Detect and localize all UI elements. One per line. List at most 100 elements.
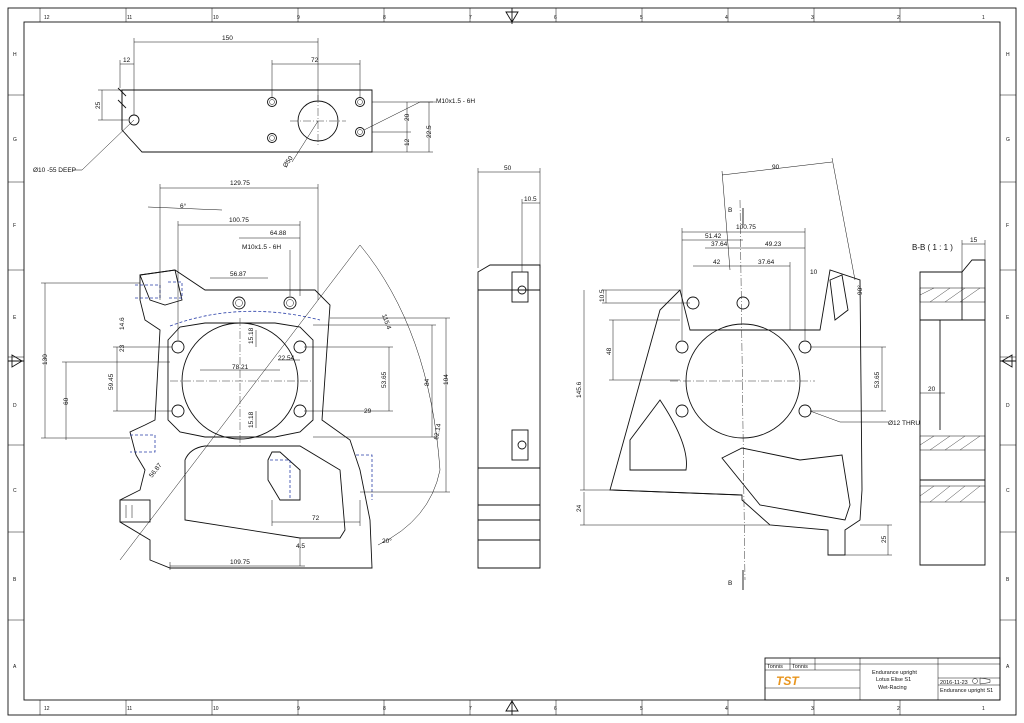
dim-text: 25 xyxy=(881,535,888,543)
row-label: C xyxy=(13,488,17,494)
dim-text: 60 xyxy=(63,397,70,405)
col-label: 1 xyxy=(982,15,985,21)
thread-callout: M10x1.5 - 6H xyxy=(242,244,281,251)
dim-text: 72 xyxy=(311,57,319,64)
section-view: B-B ( 1 : 1 ) 15 20 xyxy=(912,237,986,566)
dim-text: 56.87 xyxy=(230,271,247,278)
dim-text: 15 xyxy=(970,237,978,244)
col-label: 6 xyxy=(554,706,557,712)
col-label: 5 xyxy=(640,706,643,712)
col-label: 11 xyxy=(127,706,132,712)
title-line: Wet-Racing xyxy=(878,685,907,691)
dim-text: 51.42 xyxy=(705,233,722,240)
sheet-border: 12 11 10 9 8 7 6 5 4 3 2 1 12 11 10 9 8 … xyxy=(7,7,1017,716)
dim-text: 115.4 xyxy=(380,313,392,331)
dim-text: 53.65 xyxy=(381,371,388,388)
author: Tonnis xyxy=(767,664,783,670)
top-view: 150 12 72 25 20 12 22.5 Ø50 M10x1.5 - 6H… xyxy=(33,35,475,174)
col-label: 12 xyxy=(44,706,50,712)
projection-icon xyxy=(972,678,978,684)
row-label: G xyxy=(1006,137,1010,143)
dim-text: 59.45 xyxy=(108,373,115,390)
col-label: 9 xyxy=(297,15,300,21)
row-label: F xyxy=(13,223,16,229)
dim-text: 104 xyxy=(443,374,450,385)
company-logo: TST xyxy=(776,674,800,688)
dim-text: 14.6 xyxy=(119,317,126,330)
dim-text: 12 xyxy=(404,138,411,146)
dim-text: 10.5 xyxy=(599,289,606,302)
row-label: C xyxy=(1006,488,1010,494)
thru-callout: Ø12 THRU xyxy=(888,420,920,427)
dim-text: Ø50 xyxy=(282,155,295,169)
dim-text: 15.18 xyxy=(248,411,255,428)
dim-text: 150 xyxy=(222,35,233,42)
row-label: E xyxy=(1006,315,1010,321)
dim-text: 15.18 xyxy=(248,327,255,344)
col-label: 10 xyxy=(213,15,219,21)
dim-text: 100.75 xyxy=(229,217,249,224)
row-label: B xyxy=(13,577,17,583)
dim-text: 49.23 xyxy=(765,241,782,248)
dim-text: 62.14 xyxy=(433,423,443,441)
projection-icon xyxy=(979,677,991,685)
side-view: 50 10.5 xyxy=(477,165,541,569)
row-label: F xyxy=(1006,223,1009,229)
dim-text: 78.21 xyxy=(232,364,249,371)
dim-text: 22.54 xyxy=(278,355,295,362)
dim-text: 22.5 xyxy=(426,125,433,138)
dim-text: 20 xyxy=(928,386,936,393)
dim-text: 50 xyxy=(504,165,512,172)
row-label: A xyxy=(13,664,17,670)
dim-text: 64.88 xyxy=(270,230,287,237)
col-label: 6 xyxy=(554,15,557,21)
dim-text: 84 xyxy=(424,378,431,386)
title-block: Tonnis Tonnis TST Endurance upright Lotu… xyxy=(764,657,1001,701)
dim-text: 56.87 xyxy=(148,462,164,479)
section-mark: B xyxy=(728,207,732,214)
dim-text: 20° xyxy=(382,537,392,545)
dim-text: 130 xyxy=(42,354,49,365)
col-label: 1 xyxy=(982,706,985,712)
dim-text: 145.6 xyxy=(576,381,583,398)
col-label: 2 xyxy=(897,706,900,712)
row-label: E xyxy=(13,315,17,321)
section-mark: B xyxy=(728,580,732,587)
dim-text: 37.64 xyxy=(758,259,775,266)
date: 2016-11-23 xyxy=(940,680,968,686)
dim-text: 42 xyxy=(713,259,721,266)
row-label: H xyxy=(1006,52,1010,58)
section-hatch xyxy=(919,287,986,503)
col-label: 5 xyxy=(640,15,643,21)
dim-text: 4.5 xyxy=(296,543,305,550)
dim-text: 90° xyxy=(856,285,864,295)
dim-text: 10 xyxy=(810,269,818,276)
row-label: D xyxy=(13,403,17,409)
col-label: 4 xyxy=(725,15,728,21)
section-title: B-B ( 1 : 1 ) xyxy=(912,243,953,252)
row-label: G xyxy=(13,137,17,143)
col-label: 11 xyxy=(127,15,132,21)
row-label: B xyxy=(1006,577,1010,583)
col-label: 4 xyxy=(725,706,728,712)
dim-text: 10.5 xyxy=(524,196,537,203)
col-label: 9 xyxy=(297,706,300,712)
dim-text: 129.75 xyxy=(230,180,250,187)
col-label: 3 xyxy=(811,706,814,712)
dim-text: 25 xyxy=(95,101,102,109)
drawing-name: Endurance upright S1 xyxy=(940,688,993,694)
dim-text: 109.75 xyxy=(230,559,250,566)
dim-text: 23 xyxy=(119,344,126,352)
dim-text: 20 xyxy=(404,113,411,121)
col-label: 8 xyxy=(383,15,386,21)
col-label: 2 xyxy=(897,15,900,21)
title-line: Endurance upright xyxy=(872,670,917,676)
dim-text: 24 xyxy=(576,504,583,512)
dim-text: 100.75 xyxy=(736,224,756,231)
dim-text: 53.65 xyxy=(874,371,881,388)
col-label: 10 xyxy=(213,706,219,712)
row-label: A xyxy=(1006,664,1010,670)
thread-callout: M10x1.5 - 6H xyxy=(436,98,475,105)
rear-view: B B 90 100.75 51.42 37.64 49.23 42 37.64… xyxy=(576,157,920,590)
